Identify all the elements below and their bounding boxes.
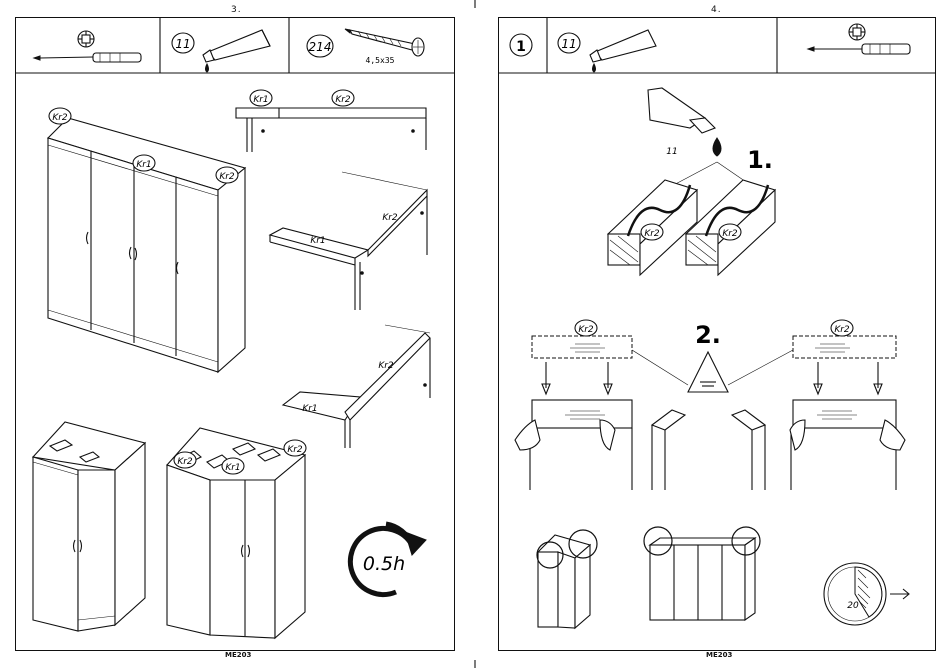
- left-glue-qty: 11: [175, 37, 190, 51]
- panel-placement-left: [515, 336, 685, 490]
- step-1-label: 1.: [747, 146, 773, 174]
- step-2-label: 2.: [695, 321, 721, 349]
- label-kr1: Kr1: [253, 95, 268, 105]
- label-kr2: Kr2: [335, 95, 351, 105]
- screwdriver-icon: [808, 24, 910, 54]
- label-kr2: Kr2: [219, 172, 235, 182]
- time-estimate: 0.5h: [363, 553, 405, 575]
- left-screw-qty: 214: [309, 40, 332, 54]
- label-kr2: Kr2: [287, 445, 303, 455]
- glue-label: 11: [666, 147, 677, 157]
- timer-icon: [824, 563, 909, 625]
- corner-wardrobe-drawing: [33, 422, 145, 631]
- label-kr2: Kr2: [52, 113, 68, 123]
- label-kr1: Kr1: [225, 463, 240, 473]
- screwdriver-icon: [34, 31, 141, 62]
- label-kr2: Kr2: [177, 457, 193, 467]
- four-door-wardrobe-result: [644, 527, 760, 620]
- screw-size: 4,5x35: [366, 56, 395, 65]
- right-glue-qty: 11: [561, 37, 576, 51]
- label-kr2: Kr2: [578, 325, 594, 335]
- people-count: 1: [516, 39, 526, 55]
- detail-top-panels: [236, 108, 426, 152]
- detail-corner-join: [283, 325, 430, 448]
- label-kr2: Kr2: [644, 229, 660, 239]
- glue-bottle-drawing: [648, 88, 721, 156]
- label-kr1: Kr1: [136, 160, 151, 170]
- label-kr1: Kr1: [302, 404, 317, 414]
- panel-placement-right: [732, 336, 905, 490]
- label-kr2: Kr2: [834, 325, 850, 335]
- label-kr1: Kr1: [310, 236, 325, 246]
- label-kr2: Kr2: [378, 361, 394, 371]
- corner-wardrobe-result: [537, 530, 597, 628]
- detail-corner-top: [270, 172, 427, 310]
- warning-triangle-icon: [688, 352, 728, 392]
- label-kr2: Kr2: [722, 229, 738, 239]
- timer-value: 20: [847, 601, 859, 611]
- label-kr2: Kr2: [382, 213, 398, 223]
- glued-dowel-blocks: [608, 180, 775, 275]
